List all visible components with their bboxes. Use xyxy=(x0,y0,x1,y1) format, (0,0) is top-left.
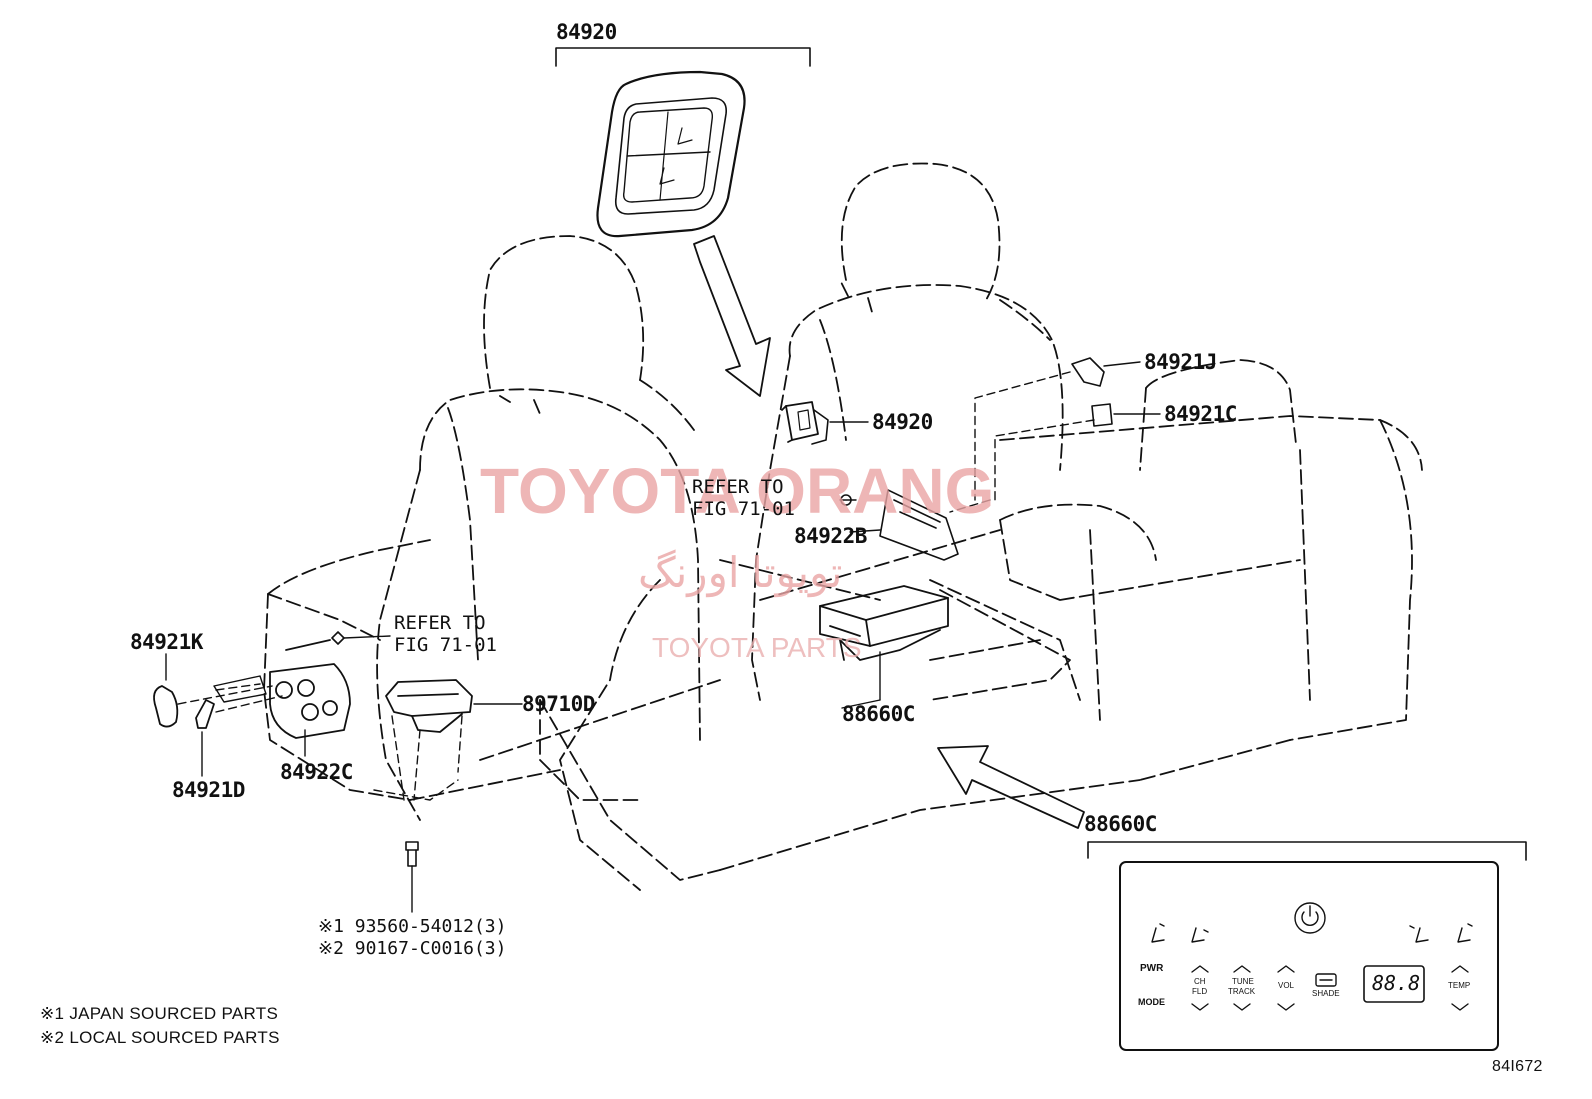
seat-adjust-icon xyxy=(1151,923,1165,943)
part-number-84920-side: 84920 xyxy=(872,410,933,434)
panel-fld-label: FLD xyxy=(1192,987,1208,996)
left-seat xyxy=(263,235,721,821)
rear-bench xyxy=(759,359,1423,781)
side-switch-84920 xyxy=(781,401,829,445)
chevron-up-icon xyxy=(1277,965,1295,973)
watermark-sub: TOYOTA PARTS xyxy=(652,632,862,663)
part-number-84922c: 84922C xyxy=(280,760,353,784)
cap-84921k xyxy=(153,685,179,728)
panel-ch-label: CH xyxy=(1194,977,1206,986)
refer-note-right-line1: REFER TO xyxy=(692,476,784,498)
chevron-up-icon xyxy=(1191,965,1209,973)
cap-84921d xyxy=(195,699,215,729)
arrow-to-panel xyxy=(937,745,1085,829)
watermark-main: TOYOTA ORANG xyxy=(480,455,995,527)
chevron-up-icon xyxy=(1451,965,1469,973)
part-number-84921k: 84921K xyxy=(130,630,203,654)
seat-adjust-icon xyxy=(1409,925,1429,943)
refer-note-left-line1: REFER TO xyxy=(394,612,486,634)
panel-closeup xyxy=(1119,861,1499,1051)
note-local-sourced: ※2 LOCAL SOURCED PARTS xyxy=(40,1028,280,1047)
watermark-arabic: تويوتا اورنگ xyxy=(638,549,843,596)
bolt-icon xyxy=(405,841,419,867)
screw-spec-2: ※2 90167-C0016(3) xyxy=(318,938,507,959)
bracket-84920 xyxy=(555,47,811,67)
switch-block-84922c xyxy=(269,639,351,739)
refer-note-left-line2: FIG 71-01 xyxy=(394,634,497,656)
panel-unit-88660c xyxy=(819,585,949,661)
part-number-88660c-top: 88660C xyxy=(1084,812,1157,836)
panel-track-label: TRACK xyxy=(1228,987,1256,996)
right-seat xyxy=(539,162,1141,891)
part-number-84921j: 84921J xyxy=(1144,350,1217,374)
part-number-84920-top: 84920 xyxy=(556,20,617,44)
clip-84921c xyxy=(1091,403,1113,427)
chevron-down-icon xyxy=(1191,1003,1209,1011)
part-number-84921d: 84921D xyxy=(172,778,245,802)
temp-display xyxy=(1363,965,1425,1003)
panel-mode-label: MODE xyxy=(1138,997,1165,1007)
arrow-to-switch xyxy=(693,235,771,397)
chevron-down-icon xyxy=(1233,1003,1251,1011)
seat-adjust-icon xyxy=(1457,923,1473,943)
bracket-88660c xyxy=(1087,841,1527,861)
clip-84921j xyxy=(1071,357,1105,387)
panel-shade-label: SHADE xyxy=(1312,989,1340,998)
panel-display-value: 88.8 xyxy=(1372,971,1421,995)
part-number-84922b: 84922B xyxy=(794,524,867,548)
seat-adjust-icon xyxy=(1191,927,1209,943)
note-japan-sourced: ※1 JAPAN SOURCED PARTS xyxy=(40,1004,279,1023)
part-number-84921c: 84921C xyxy=(1164,402,1237,426)
part-number-89710d: 89710D xyxy=(522,692,595,716)
panel-vol-label: VOL xyxy=(1278,981,1295,990)
part-number-88660c-callout: 88660C xyxy=(842,702,915,726)
refer-note-right-line2: FIG 71-01 xyxy=(692,498,795,520)
screw-spec-1: ※1 93560-54012(3) xyxy=(318,916,507,937)
plate-89710d xyxy=(385,679,473,733)
panel-tune-label: TUNE xyxy=(1232,977,1254,986)
chevron-up-icon xyxy=(1233,965,1251,973)
chevron-down-icon xyxy=(1277,1003,1295,1011)
chevron-down-icon xyxy=(1451,1003,1469,1011)
panel-temp-label: TEMP xyxy=(1448,981,1471,990)
shade-icon xyxy=(1315,973,1337,987)
bracket-84922b xyxy=(879,489,959,561)
switch-closeup-icon xyxy=(596,70,746,238)
figure-id: 84I672 xyxy=(1492,1058,1543,1075)
power-icon xyxy=(1294,902,1326,934)
panel-pwr-label: PWR xyxy=(1140,963,1164,974)
